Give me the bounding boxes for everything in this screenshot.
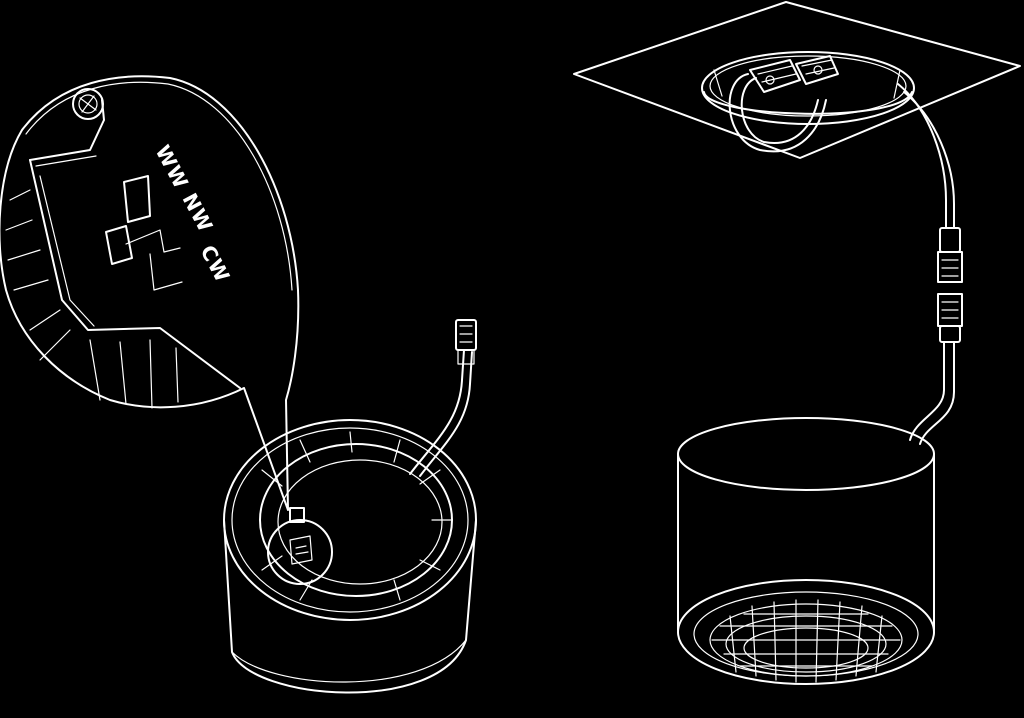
left-fixture-body xyxy=(223,419,477,694)
color-temperature-jumper xyxy=(105,175,183,291)
reflector-grid xyxy=(709,599,903,683)
right-fixture-body xyxy=(677,417,935,685)
screw-icon xyxy=(72,88,104,120)
left-connector-plug xyxy=(455,319,477,365)
upper-connector-plug xyxy=(937,227,963,283)
lower-connector-plug xyxy=(937,293,963,343)
left-cable xyxy=(409,319,477,477)
label-ww: WW xyxy=(151,141,194,193)
ceiling-panel xyxy=(573,1,1021,159)
terminal-block xyxy=(749,55,839,93)
label-cw: CW xyxy=(196,241,235,286)
upper-cable xyxy=(897,83,963,283)
lower-cable xyxy=(909,293,963,445)
right-figure xyxy=(573,1,1021,685)
left-figure: WW NW CW xyxy=(0,75,477,694)
mounting-plate xyxy=(701,51,915,153)
label-nw: NW xyxy=(178,189,218,236)
magnifier-callout: WW NW CW xyxy=(0,75,300,511)
